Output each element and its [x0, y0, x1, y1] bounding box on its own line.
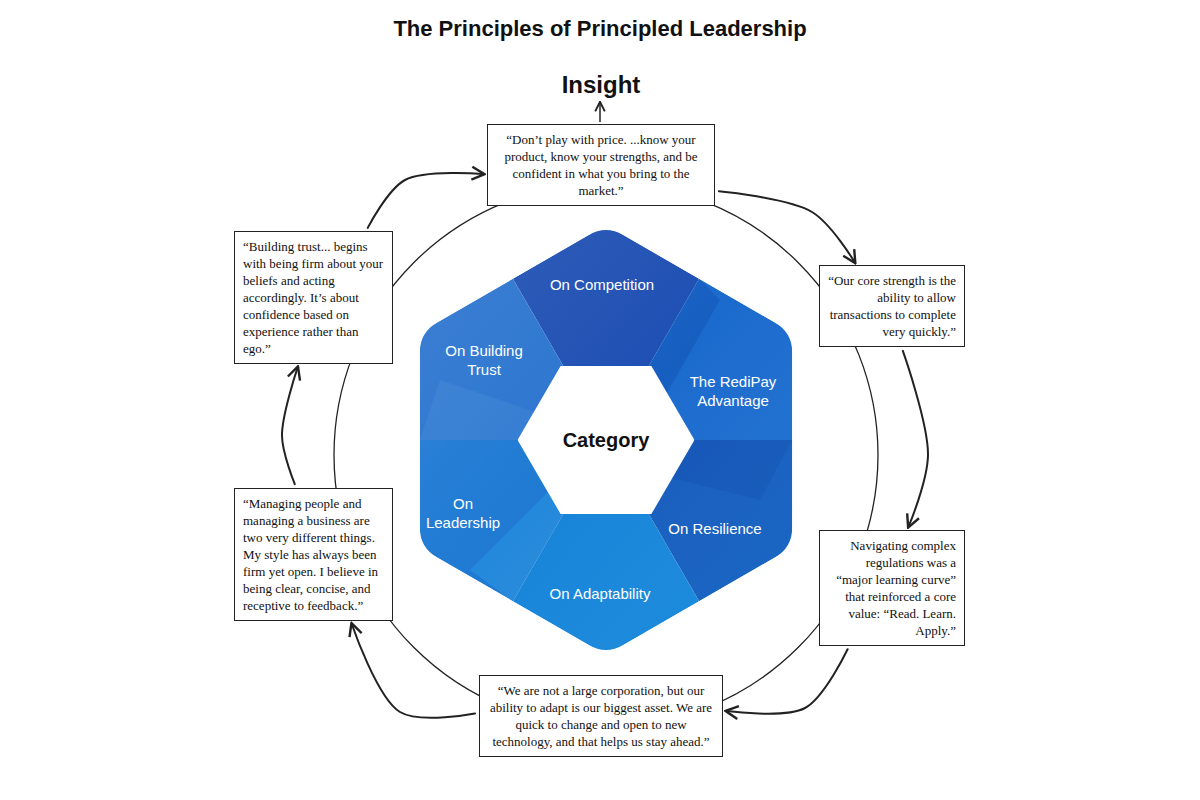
- cycle-arrow: [727, 649, 848, 714]
- quote-text: “Building trust... begins with being fir…: [243, 238, 384, 357]
- segment-label: On Competition: [522, 275, 682, 294]
- quote-text: “Managing people and managing a business…: [243, 495, 384, 614]
- category-label: Category: [516, 429, 696, 452]
- segment-band: On Leadership: [423, 494, 503, 532]
- quote-text: “We are not a large corporation, but our…: [488, 682, 714, 750]
- cycle-arrow: [282, 368, 297, 484]
- cycle-arrow: [903, 351, 928, 526]
- insight-heading: Insight: [448, 71, 754, 99]
- category-hexagon: Category: [516, 366, 696, 514]
- quote-box: “Building trust... begins with being fir…: [234, 231, 393, 364]
- cycle-arrow: [719, 191, 855, 262]
- ribbon-shine: [400, 220, 810, 660]
- segment-band: On Building Trust: [434, 341, 534, 379]
- segment-label: On Building Trust: [434, 341, 534, 379]
- quote-box: “Managing people and managing a business…: [234, 488, 393, 621]
- quote-text: “Our core strength is the ability to all…: [828, 272, 956, 340]
- segment-label: On Adaptability: [525, 584, 675, 603]
- segment-band: On Resilience: [650, 519, 780, 538]
- quote-box: “Our core strength is the ability to all…: [819, 265, 965, 347]
- category-hexagon-ribbon: [400, 220, 810, 660]
- cycle-arrow: [352, 625, 475, 718]
- segment-label: On Leadership: [423, 494, 503, 532]
- diagram-title: The Principles of Principled Leadership: [0, 16, 1200, 42]
- cycle-arrow: [368, 173, 483, 228]
- quote-text: “Don’t play with price. ...know your pro…: [496, 131, 706, 199]
- insight-arrow: [599, 103, 601, 122]
- segment-label: On Resilience: [650, 519, 780, 538]
- segment-band: On Competition: [522, 275, 682, 294]
- cycle-ring: [334, 183, 878, 727]
- quote-box: Navigating complex regulations was a “ma…: [819, 530, 965, 646]
- segment-label: The RediPay Advantage: [683, 372, 783, 410]
- quote-box: “We are not a large corporation, but our…: [479, 675, 723, 757]
- quote-text: Navigating complex regulations was a “ma…: [828, 537, 956, 639]
- segment-band: The RediPay Advantage: [683, 372, 783, 410]
- quote-box: Insight“Don’t play with price. ...know y…: [487, 124, 715, 206]
- segment-band: On Adaptability: [525, 584, 675, 603]
